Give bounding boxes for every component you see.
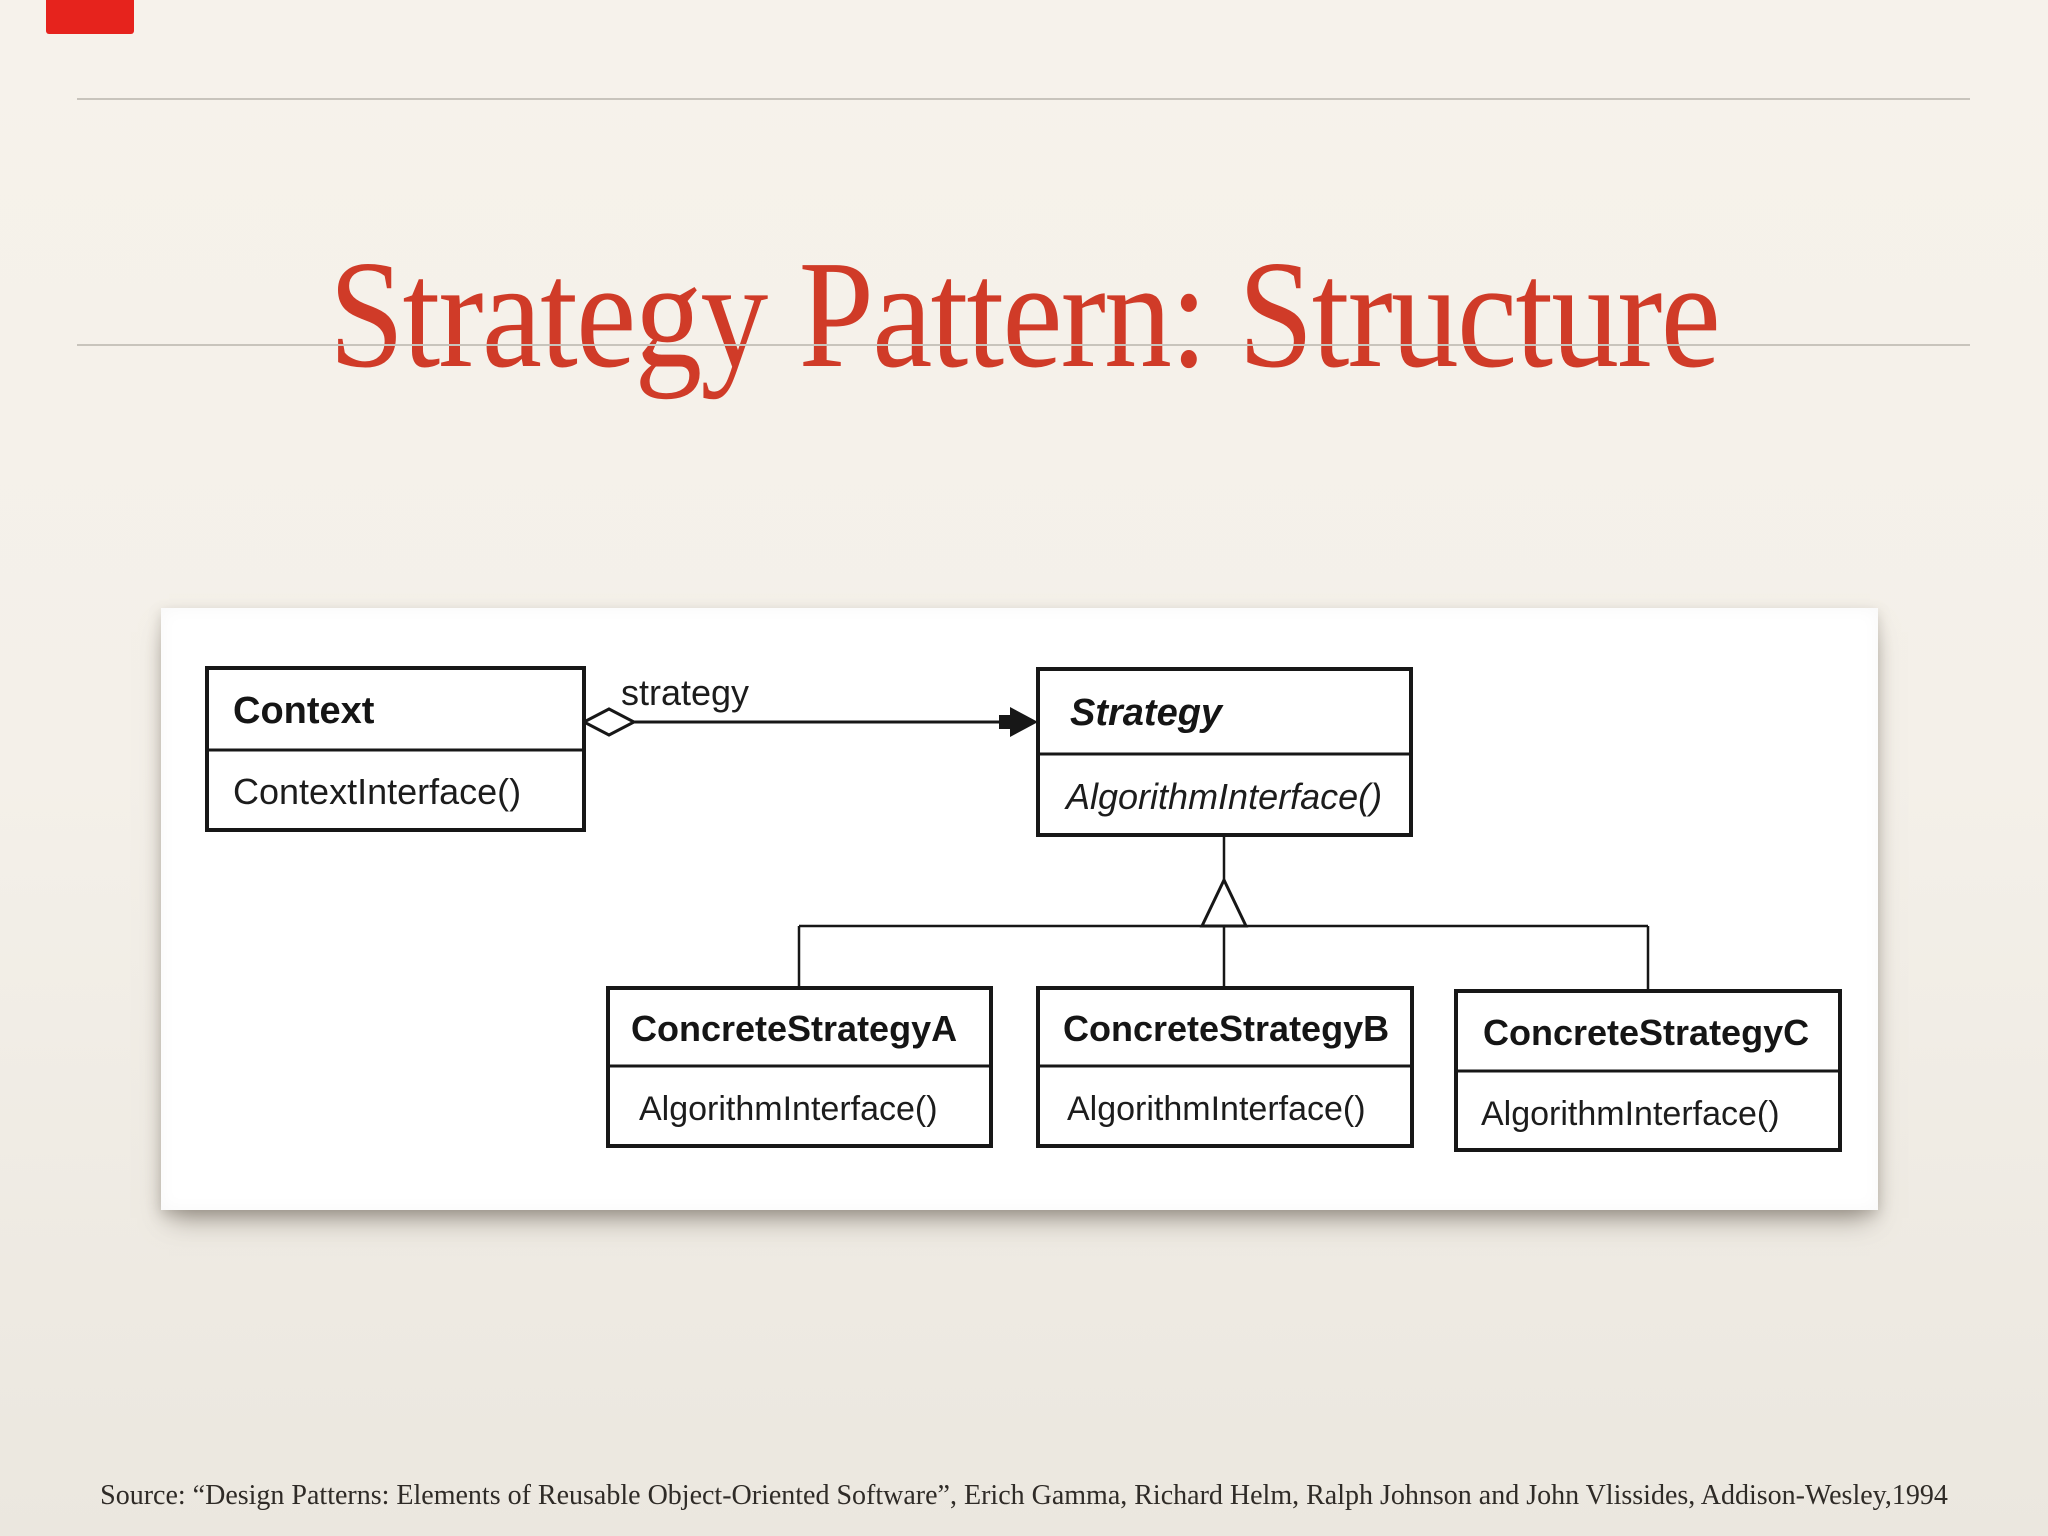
inheritance-triangle-icon: [1199, 876, 1249, 928]
class-name-strategy: Strategy: [1070, 692, 1224, 734]
association-label: strategy: [621, 672, 749, 713]
class-name-concrete-strategy-b: ConcreteStrategyB: [1063, 1008, 1389, 1049]
aggregation-diamond-icon: [580, 707, 638, 737]
bottom-divider-line: [77, 344, 1970, 346]
class-box-concrete-strategy-c: ConcreteStrategyC AlgorithmInterface(): [1454, 989, 1842, 1152]
source-citation: Source: “Design Patterns: Elements of Re…: [100, 1480, 1948, 1511]
class-name-concrete-strategy-c: ConcreteStrategyC: [1483, 1012, 1809, 1053]
class-method-context: ContextInterface(): [233, 771, 521, 812]
uml-diagram-svg: strategy Context ContextInterface() Stra…: [205, 666, 1842, 1152]
class-box-concrete-strategy-b: ConcreteStrategyB AlgorithmInterface(): [1036, 986, 1414, 1148]
class-box-concrete-strategy-a: ConcreteStrategyA AlgorithmInterface(): [606, 986, 993, 1148]
recording-marker: [46, 0, 134, 34]
class-method-concrete-strategy-b: AlgorithmInterface(): [1067, 1090, 1366, 1128]
uml-diagram-panel: strategy Context ContextInterface() Stra…: [161, 608, 1878, 1210]
arrowhead-icon: [1010, 707, 1038, 737]
class-method-strategy: AlgorithmInterface(): [1064, 776, 1382, 817]
top-divider-line: [77, 98, 1970, 100]
class-method-concrete-strategy-a: AlgorithmInterface(): [639, 1090, 938, 1128]
page-title: Strategy Pattern: Structure: [328, 230, 1721, 401]
class-box-context: Context ContextInterface(): [205, 666, 586, 832]
class-name-context: Context: [233, 690, 375, 732]
class-method-concrete-strategy-c: AlgorithmInterface(): [1481, 1095, 1780, 1133]
class-box-strategy: Strategy AlgorithmInterface(): [1036, 667, 1413, 837]
class-name-concrete-strategy-a: ConcreteStrategyA: [631, 1008, 957, 1049]
